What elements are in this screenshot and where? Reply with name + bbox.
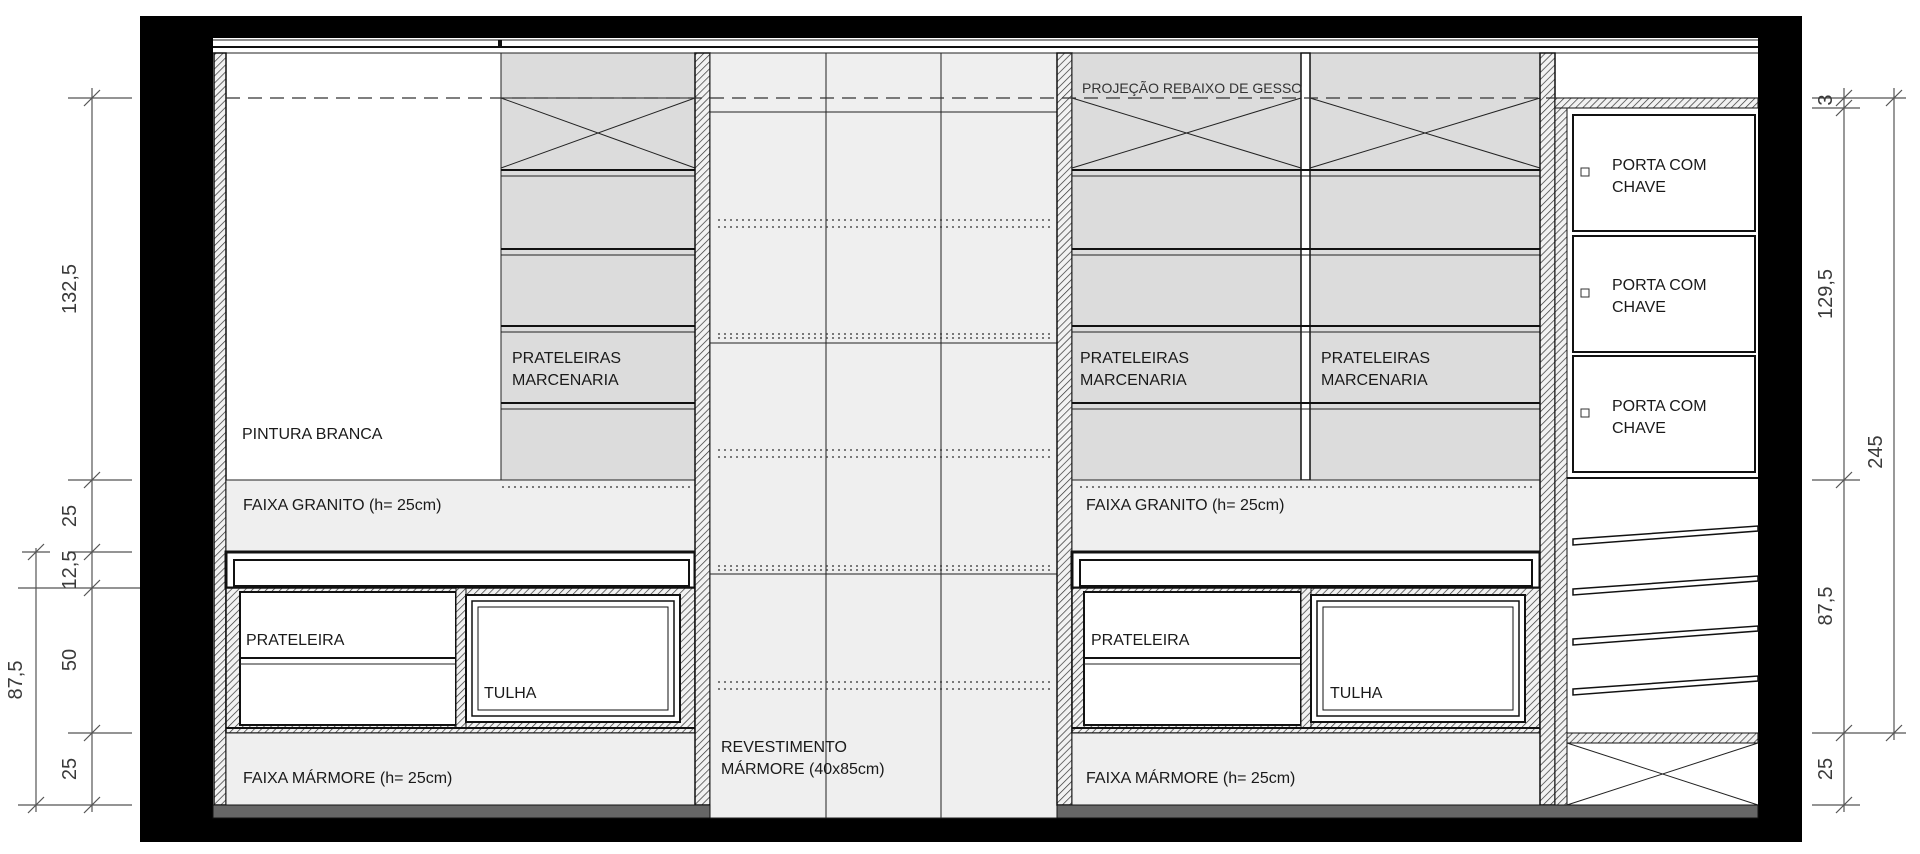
- floor-slab-right: [1056, 804, 1759, 819]
- shelf-boards-right: [1072, 169, 1540, 410]
- locker-door-1: [1572, 114, 1756, 232]
- label-porta-1b: CHAVE: [1612, 179, 1666, 196]
- label-pintura-branca: PINTURA BRANCA: [242, 426, 383, 443]
- label-porta-2b: CHAVE: [1612, 299, 1666, 316]
- label-marcenaria-3: MARCENARIA: [1321, 372, 1428, 389]
- label-prateleira-left: PRATELEIRA: [246, 632, 345, 649]
- tulha-left: [465, 594, 681, 723]
- label-tulha-right: TULHA: [1330, 685, 1383, 702]
- shelf-unit-right-b: [1309, 52, 1541, 481]
- label-marcenaria-1: MARCENARIA: [512, 372, 619, 389]
- label-revestimento: REVESTIMENTO: [721, 739, 847, 756]
- dim-3: 3: [1815, 94, 1837, 105]
- label-projecao-gesso: PROJEÇÃO REBAIXO DE GESSO: [1082, 80, 1302, 96]
- locker-door-2: [1572, 235, 1756, 353]
- dimension-chain-left: [18, 88, 140, 814]
- wall-divider-center: [1056, 52, 1073, 806]
- label-marcenaria-2: MARCENARIA: [1080, 372, 1187, 389]
- dim-87-5-right: 87,5: [1815, 587, 1837, 626]
- marble-joints: [718, 219, 1050, 690]
- lock-icon: [1580, 408, 1590, 418]
- granite-band-left: [225, 479, 696, 553]
- locker-door-3: [1572, 355, 1756, 473]
- dim-50: 50: [59, 649, 81, 671]
- wall-divider-right: [1539, 52, 1556, 806]
- label-prateleiras-3: PRATELEIRAS: [1321, 350, 1430, 367]
- wall-left-hatch: [213, 52, 227, 806]
- label-faixa-marmore-right: FAIXA MÁRMORE (h= 25cm): [1086, 768, 1295, 787]
- label-porta-3b: CHAVE: [1612, 420, 1666, 437]
- label-revestimento-marmore: MÁRMORE (40x85cm): [721, 759, 885, 778]
- marble-band-left: [225, 732, 696, 806]
- tulha-right: [1310, 594, 1526, 723]
- label-prateleiras-1: PRATELEIRAS: [512, 350, 621, 367]
- marble-band-right: [1071, 732, 1541, 806]
- dim-87-5-left: 87,5: [5, 661, 27, 700]
- dim-245: 245: [1865, 435, 1887, 468]
- dim-132-5: 132,5: [59, 264, 81, 314]
- dim-129-5: 129,5: [1815, 269, 1837, 319]
- granite-band-right: [1071, 479, 1541, 553]
- shelf-boards-left: [501, 169, 695, 410]
- label-prateleiras-2: PRATELEIRAS: [1080, 350, 1189, 367]
- label-porta-3a: PORTA COM: [1612, 398, 1707, 415]
- label-faixa-granito-left: FAIXA GRANITO (h= 25cm): [243, 497, 441, 514]
- lock-icon: [1580, 167, 1590, 177]
- shelf-unit-right-a: [1071, 52, 1302, 481]
- shelf-unit-left: [500, 52, 696, 481]
- wall-divider-left: [694, 52, 711, 806]
- label-prateleira-right: PRATELEIRA: [1091, 632, 1190, 649]
- label-faixa-marmore-left: FAIXA MÁRMORE (h= 25cm): [243, 768, 452, 787]
- marble-cladding: [709, 52, 1058, 819]
- dim-12-5: 12,5: [59, 551, 81, 590]
- label-porta-1a: PORTA COM: [1612, 157, 1707, 174]
- lock-icon: [1580, 288, 1590, 298]
- shoe-shelves: [1572, 525, 1759, 696]
- dim-25-bottom: 25: [59, 758, 81, 780]
- label-faixa-granito-right: FAIXA GRANITO (h= 25cm): [1086, 497, 1284, 514]
- label-porta-2a: PORTA COM: [1612, 277, 1707, 294]
- label-tulha-left: TULHA: [484, 685, 537, 702]
- dimension-chain-right: [1812, 88, 1906, 814]
- floor-slab-left: [212, 804, 711, 819]
- dim-25-top: 25: [59, 505, 81, 527]
- dim-25-right: 25: [1815, 758, 1837, 780]
